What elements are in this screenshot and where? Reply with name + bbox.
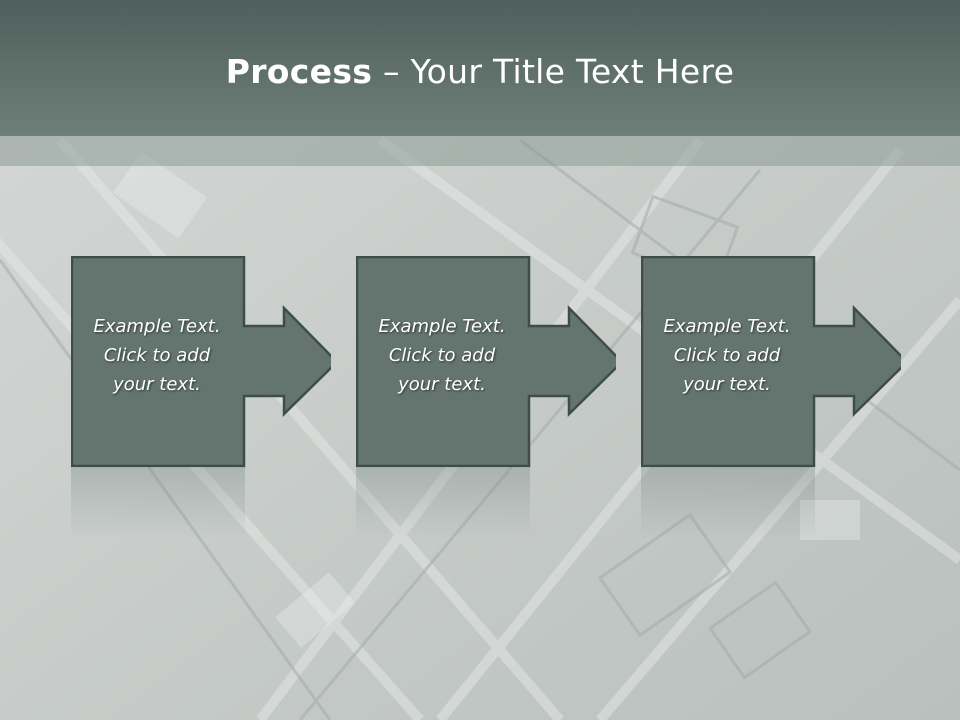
step-text-line2: Click to add (103, 345, 211, 366)
step-text[interactable]: Example Text. Click to add your text. (73, 312, 241, 399)
arrow-box-shape (71, 256, 331, 468)
step-3-reflection (641, 468, 815, 538)
step-text-line1: Example Text. (378, 316, 506, 337)
process-step-1[interactable]: Example Text. Click to add your text. (71, 256, 331, 468)
step-text-line3: your text. (113, 374, 201, 395)
step-text-line2: Click to add (673, 345, 781, 366)
arrow-box-shape (641, 256, 901, 468)
title-bar: Process – Your Title Text Here (0, 0, 960, 136)
step-2-reflection (356, 468, 530, 538)
step-text-line2: Click to add (388, 345, 496, 366)
header-band (0, 136, 960, 166)
step-1-reflection (71, 468, 245, 538)
title-rest: – Your Title Text Here (372, 52, 735, 91)
title-bold: Process (225, 52, 373, 91)
step-text-line3: your text. (683, 374, 771, 395)
step-text-line1: Example Text. (93, 316, 221, 337)
arrow-box-shape (356, 256, 616, 468)
process-step-3[interactable]: Example Text. Click to add your text. (641, 256, 901, 468)
process-step-2[interactable]: Example Text. Click to add your text. (356, 256, 616, 468)
step-text-line3: your text. (398, 374, 486, 395)
step-text-line1: Example Text. (663, 316, 791, 337)
step-text[interactable]: Example Text. Click to add your text. (643, 312, 811, 399)
step-text[interactable]: Example Text. Click to add your text. (358, 312, 526, 399)
slide-title[interactable]: Process – Your Title Text Here (0, 52, 960, 91)
